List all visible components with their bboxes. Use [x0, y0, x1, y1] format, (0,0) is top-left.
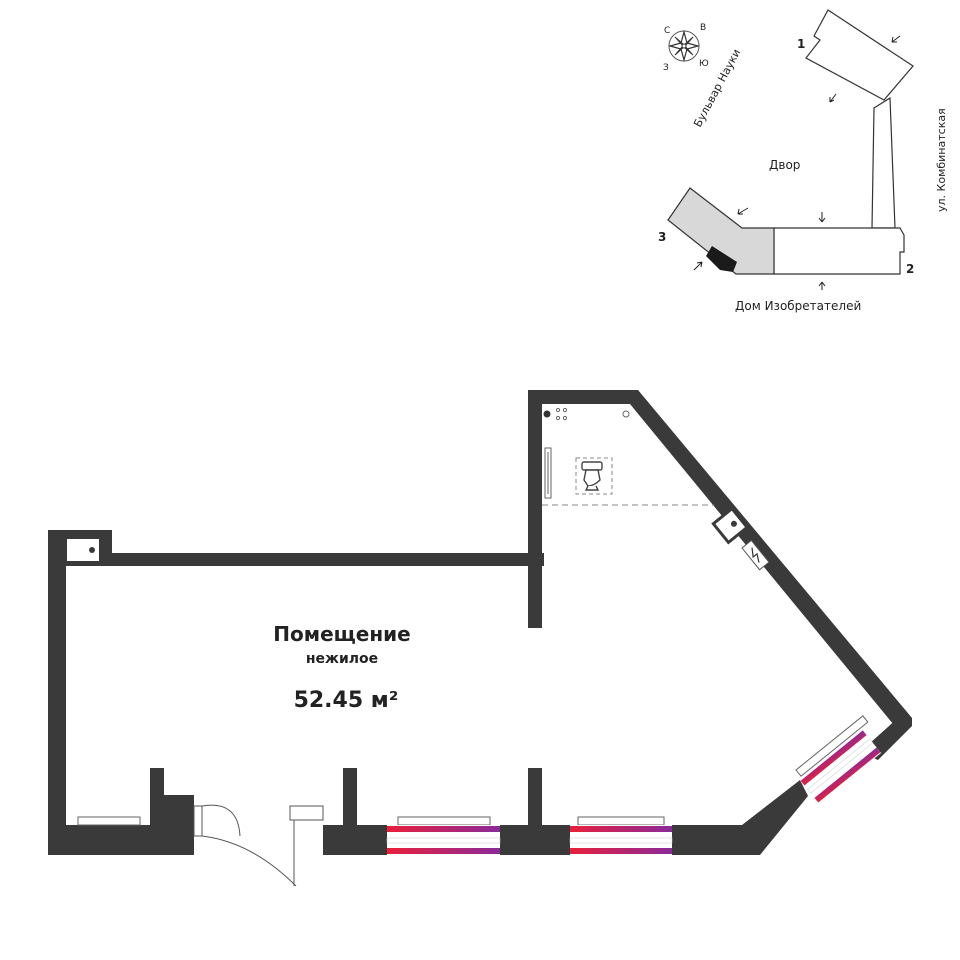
window-3	[800, 729, 882, 804]
radiators	[77, 715, 869, 826]
section-2-building	[773, 227, 905, 275]
compass-west: З	[663, 63, 669, 73]
compass-north: С	[664, 26, 670, 36]
bathroom-radiator	[544, 447, 552, 499]
vent-shaft-dot	[89, 547, 95, 553]
section-number-2: 2	[906, 262, 914, 276]
section-number-3: 3	[658, 230, 666, 244]
street-label-street: ул. Комбинатская	[935, 108, 948, 212]
room-floor	[66, 400, 896, 838]
compass-east: В	[700, 23, 706, 33]
site-plan: С В Ю З Бульвар Науки ул. Комбинатская Д…	[658, 9, 948, 313]
compass-icon	[667, 29, 701, 63]
window-1	[386, 825, 501, 855]
section-connector	[871, 96, 896, 229]
window-2	[569, 825, 673, 855]
section-3-building	[667, 187, 775, 275]
room-area: 52.45 м²	[294, 688, 399, 713]
room-title: Помещение	[273, 622, 410, 646]
courtyard-label: Двор	[769, 158, 800, 172]
electric-panel-icon	[741, 539, 770, 571]
floor-plan-main: Помещение нежилое 52.45 м²	[48, 390, 912, 887]
compass-south: Ю	[699, 59, 709, 69]
drain-dot	[543, 410, 551, 418]
section-number-1: 1	[797, 37, 805, 51]
street-label-house: Дом Изобретателей	[735, 299, 861, 313]
entrance-door[interactable]	[193, 804, 324, 887]
toilet-icon	[581, 461, 603, 491]
room-subtitle: нежилое	[306, 651, 378, 667]
entrance-arrows	[693, 35, 901, 290]
toilet-zone	[575, 457, 613, 495]
unit-marker	[706, 246, 737, 272]
sink-box	[711, 506, 750, 545]
utility-meters	[555, 407, 630, 421]
section-1-building	[805, 9, 914, 101]
